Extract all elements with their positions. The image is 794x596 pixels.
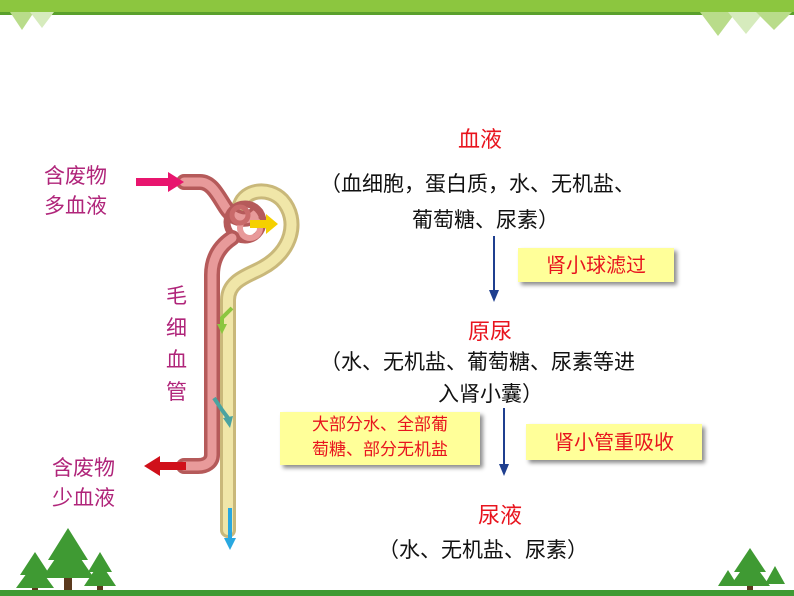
top-leaf-decoration: [10, 12, 792, 36]
flow-arrow-2: [499, 408, 509, 476]
top-banner-line: [0, 12, 794, 15]
flow-arrow-1: [489, 236, 499, 302]
reabsorb-arrow-2: [212, 396, 230, 420]
capillary-char-2: 细: [166, 316, 187, 340]
primary-urine-desc-line1: （水、无机盐、葡萄糖、尿素等进: [320, 350, 635, 374]
blood-in-arrow: [136, 172, 184, 192]
output-blood-label-line2: 少血液: [52, 486, 115, 510]
reabsorb-arrow-1: [220, 306, 234, 326]
capillary-char-4: 管: [166, 380, 187, 404]
urine-title: 尿液: [478, 504, 523, 529]
input-blood-label-line1: 含废物: [44, 164, 107, 188]
filtration-arrow: [250, 214, 278, 234]
blood-title: 血液: [458, 128, 503, 153]
urine-desc-line1: （水、无机盐、尿素）: [378, 538, 588, 562]
reabsorbed-line2: 萄糖、部分无机盐: [312, 440, 448, 460]
capillary-char-3: 血: [166, 348, 187, 372]
reabsorbed-line1: 大部分水、全部葡: [312, 415, 448, 435]
reabsorbed-substances-box: 大部分水、全部葡 萄糖、部分无机盐: [280, 412, 480, 465]
blood-desc-line1: （血细胞，蛋白质，水、无机盐、: [320, 172, 635, 196]
output-blood-label-line1: 含废物: [52, 456, 115, 480]
capillary-char-1: 毛: [166, 284, 187, 308]
step-tubular-reabsorption: 肾小管重吸收: [526, 424, 702, 460]
top-banner: [0, 0, 794, 12]
primary-urine-title: 原尿: [468, 320, 513, 345]
primary-urine-desc-line2: 入肾小囊）: [438, 382, 543, 406]
blood-out-arrow: [144, 456, 186, 476]
input-blood-label-line2: 多血液: [44, 194, 107, 218]
step-glomerular-filtration: 肾小球滤过: [518, 248, 674, 282]
blood-desc-line2: 葡萄糖、尿素）: [412, 208, 559, 232]
